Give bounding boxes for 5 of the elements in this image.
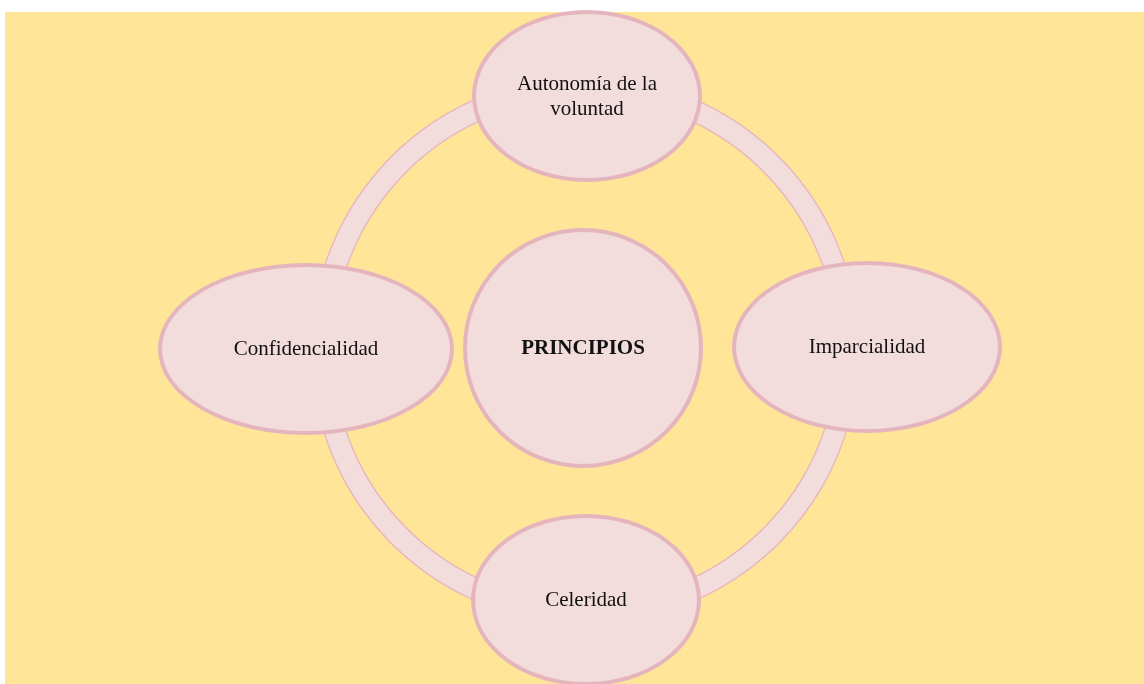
node-label: Celeridad bbox=[545, 587, 627, 613]
node-label: Autonomía de la voluntad bbox=[516, 70, 658, 122]
node-label: Confidencialidad bbox=[233, 336, 379, 362]
node-label: Imparcialidad bbox=[808, 334, 926, 360]
node-label: PRINCIPIOS bbox=[521, 335, 645, 361]
